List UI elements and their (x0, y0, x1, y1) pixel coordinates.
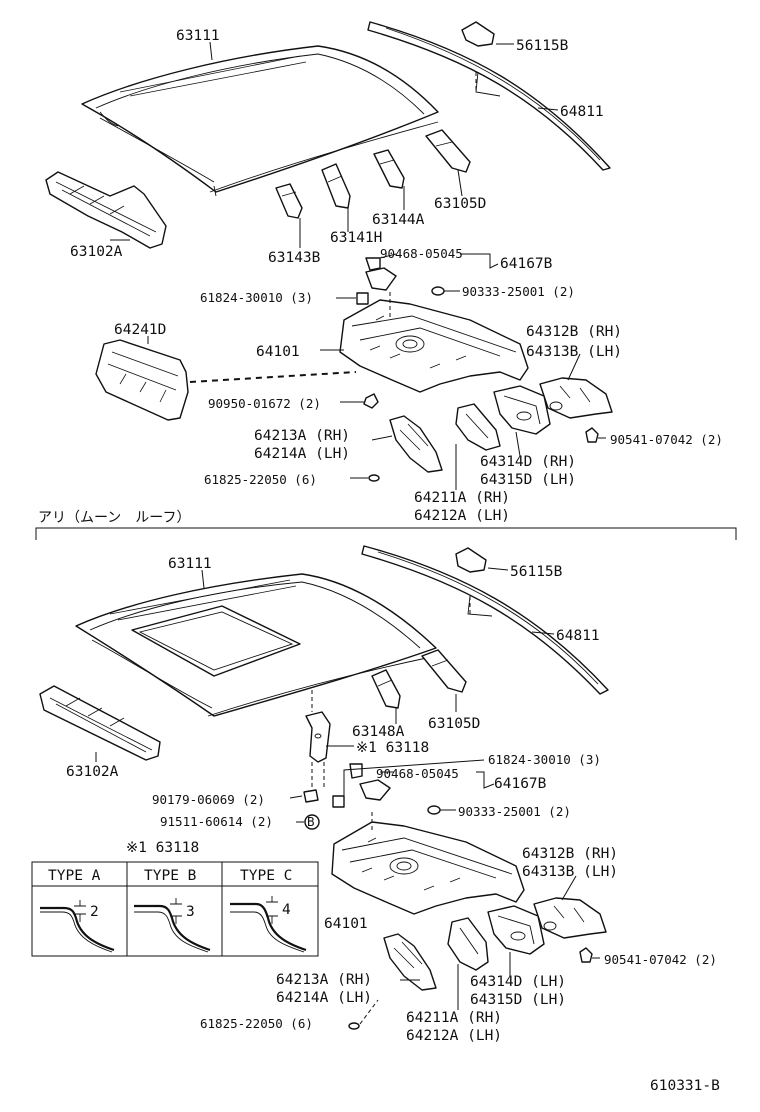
section-heading: アリ（ムーン ルーフ） (38, 510, 190, 526)
back-window-moulding-drawing-bottom (361, 545, 609, 695)
label-bolt-b-b: 91511-60614 (2) (160, 814, 273, 829)
roof-panel-drawing (81, 45, 439, 197)
gusset-drawing-bottom (447, 917, 489, 971)
label-hinge-lh: 64313B (LH) (526, 344, 622, 360)
label-nut-clip: 90468-05045 (380, 246, 463, 261)
brace-drawing (389, 415, 443, 473)
label-brace-lh-b: 64214A (LH) (276, 990, 372, 1006)
label-brace-lh: 64214A (LH) (254, 446, 350, 462)
label-cap: 61824-30010 (3) (200, 290, 313, 305)
support-drawing (493, 385, 551, 435)
label-package-tray-b: 64101 (324, 916, 368, 932)
small-parts-top (356, 257, 599, 482)
label-hinge-lh-b: 64313B (LH) (522, 864, 618, 880)
label-plug-b: 90333-25001 (2) (458, 804, 571, 819)
label-roof-emblem: 56115B (516, 38, 569, 54)
labels-bottom: 63111 56115B 64811 63148A 63105D ※1 6311… (66, 556, 717, 1044)
label-package-tray-bracket-b: 64167B (494, 776, 547, 792)
type-table: ※1 63118 TYPE A TYPE B TYPE C 2 (31, 840, 319, 957)
bottom-section: B (31, 545, 717, 1044)
type-a-value: 2 (90, 904, 99, 920)
label-package-tray: 64101 (256, 344, 300, 360)
label-bolt: 90541-07042 (2) (610, 432, 723, 447)
label-roof-bow-front: 63143B (268, 250, 321, 266)
label-support-lh-b: 64315D (LH) (470, 992, 566, 1008)
label-plug: 90333-25001 (2) (462, 284, 575, 299)
label-roof-bow-small: 63141H (330, 230, 382, 246)
gusset-drawing (455, 403, 501, 451)
label-roof-bow-mid-b: 63148A (352, 724, 405, 740)
label-bolt-b: 90541-07042 (2) (604, 952, 717, 967)
type-c-value: 4 (282, 902, 291, 918)
label-grommet-b: 61825-22050 (6) (200, 1016, 313, 1031)
label-roof-panel-b: 63111 (168, 556, 212, 572)
label-rear-panel: 64241D (114, 322, 166, 338)
label-grommet: 61825-22050 (6) (204, 472, 317, 487)
label-brace-rh: 64213A (RH) (254, 428, 350, 444)
brace-drawing-bottom (383, 933, 437, 991)
rear-panel-drawing (95, 339, 189, 421)
type-c-label: TYPE C (240, 868, 292, 884)
label-front-header: 63102A (70, 244, 123, 260)
label-back-window-moulding-b: 64811 (556, 628, 600, 644)
type-c-profile: 4 (230, 896, 307, 953)
label-cap-b: 61824-30010 (3) (488, 752, 601, 767)
label-roof-emblem-b: 56115B (510, 564, 563, 580)
label-front-header-b: 63102A (66, 764, 119, 780)
label-roof-bow-rear-b: 63105D (428, 716, 480, 732)
footer-code: 610331-B (650, 1078, 720, 1094)
type-b-profile: 3 (134, 898, 211, 953)
roof-bows-drawing-bottom (371, 649, 467, 709)
label-hinge-rh: 64312B (RH) (526, 324, 622, 340)
label-hinge-rh-b: 64312B (RH) (522, 846, 618, 862)
moonroof-panel-drawing (75, 573, 437, 717)
front-header-drawing (45, 171, 167, 249)
type-a-profile: 2 (40, 900, 115, 953)
reinforcement-drawing (305, 711, 331, 763)
label-gusset-rh: 64211A (RH) (414, 490, 510, 506)
label-roof-bow-rear: 63105D (434, 196, 486, 212)
label-gusset-lh-b: 64212A (LH) (406, 1028, 502, 1044)
label-brace-rh-b: 64213A (RH) (276, 972, 372, 988)
type-b-label: TYPE B (144, 868, 197, 884)
label-gusset-rh-b: 64211A (RH) (406, 1010, 502, 1026)
label-gusset-lh: 64212A (LH) (414, 508, 510, 524)
label-reinforcement-b: ※1 63118 (356, 740, 429, 756)
label-back-window-moulding: 64811 (560, 104, 604, 120)
type-b-value: 3 (186, 904, 195, 920)
label-support-rh: 64314D (RH) (480, 454, 576, 470)
label-roof-bow-mid: 63144A (372, 212, 425, 228)
roof-emblem-drawing-bottom (455, 547, 487, 573)
back-window-moulding-drawing (367, 21, 611, 171)
label-clip: 90950-01672 (2) (208, 396, 321, 411)
labels-top: 63111 56115B 64811 63105D 63144A 63141H … (70, 28, 723, 524)
roof-emblem-drawing (461, 21, 495, 47)
label-nut-clip-b: 90468-05045 (376, 766, 459, 781)
front-header-drawing-bottom (39, 685, 161, 761)
bolt-b-marker: B (307, 814, 315, 829)
label-cushion-b: 90179-06069 (2) (152, 792, 265, 807)
label-package-tray-bracket: 64167B (500, 256, 553, 272)
label-support-rh-b: 64314D (LH) (470, 974, 566, 990)
top-section: 63111 56115B 64811 63105D 63144A 63141H … (45, 21, 723, 524)
type-a-label: TYPE A (48, 868, 101, 884)
package-tray-drawing (339, 299, 529, 393)
hinge-drawing-bottom (533, 897, 607, 939)
package-tray-drawing-bottom (331, 821, 525, 915)
support-drawing-bottom (487, 905, 545, 955)
leaders-bottom (95, 567, 600, 1025)
label-roof-panel: 63111 (176, 28, 220, 44)
section-divider: アリ（ムーン ルーフ） (35, 510, 737, 540)
label-support-lh: 64315D (LH) (480, 472, 576, 488)
type-table-title: ※1 63118 (126, 840, 199, 856)
leaders-top (110, 41, 606, 490)
roof-bows-drawing (275, 129, 471, 219)
hinge-drawing (539, 377, 613, 419)
small-parts-bottom: B (303, 763, 593, 1030)
